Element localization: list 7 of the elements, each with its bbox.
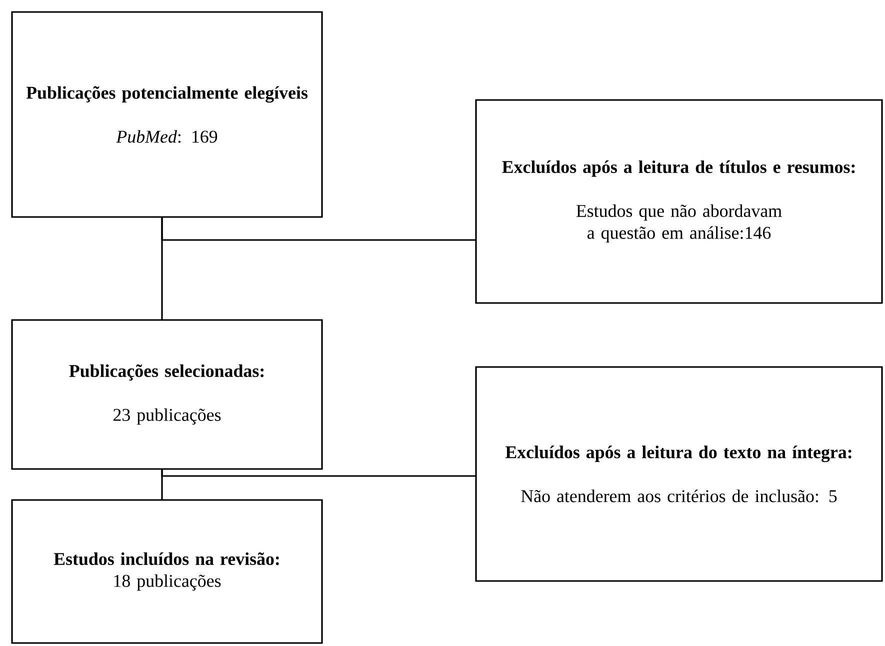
- process-box: Estudos incluídos na revisão: 18 publicações: [11, 499, 323, 644]
- process-box: Publicações potencialmente elegíveis PubMed: 169: [11, 11, 323, 218]
- connector-line: [161, 217, 476, 241]
- connector-line: [161, 469, 476, 477]
- process-box: Excluídos após a leitura do texto na íntegra: Não atenderem aos critérios de inclusão: 5: [475, 366, 883, 582]
- process-box: Excluídos após a leitura de títulos e resumos: Estudos que não abordavam a questão em análise:146: [475, 99, 883, 304]
- process-box: Publicações selecionadas: 23 publicações: [11, 319, 323, 470]
